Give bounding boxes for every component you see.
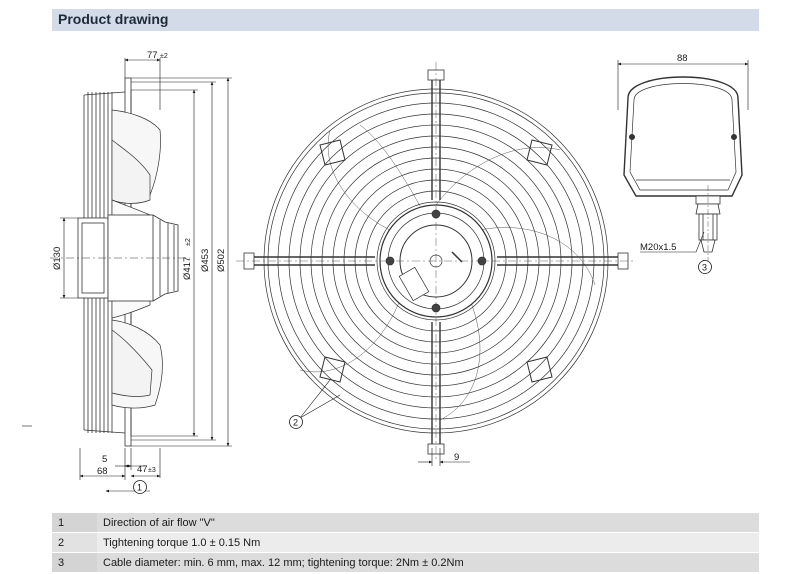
mounting-brackets	[319, 139, 553, 383]
dim-5: 5	[102, 454, 107, 465]
dim-88: 88	[677, 53, 688, 64]
cable-gland	[695, 185, 721, 262]
dim-thread: M20x1.5	[640, 242, 676, 253]
section-header: Product drawing	[52, 9, 759, 31]
dim-9: 9	[454, 452, 459, 463]
front-dimensions	[299, 379, 470, 466]
legend-description: Direction of air flow "V"	[97, 513, 759, 533]
section-title: Product drawing	[58, 11, 169, 27]
side-view	[50, 77, 190, 447]
dim-453: Ø453	[200, 249, 211, 272]
legend-description: Cable diameter: min. 6 mm, max. 12 mm; t…	[97, 552, 759, 573]
dim-47: 47	[137, 464, 148, 475]
side-dimensions	[22, 58, 232, 493]
svg-text:2: 2	[293, 418, 298, 428]
terminal-box-view	[623, 76, 743, 262]
dim-417-tol: ±2	[185, 238, 192, 246]
legend-description: Tightening torque 1.0 ± 0.15 Nm	[97, 532, 759, 553]
box-dimensions	[617, 60, 749, 265]
dim-502: Ø502	[216, 249, 227, 272]
dim-68: 68	[97, 466, 108, 477]
legend-number: 3	[52, 552, 97, 573]
guard-struts	[250, 76, 622, 448]
dim-130: Ø130	[52, 247, 63, 270]
callout-3: 3	[698, 260, 712, 274]
legend-number: 2	[52, 532, 97, 553]
legend-number: 1	[52, 513, 97, 533]
dim-77: 77	[147, 50, 158, 61]
dim-47-tol: ±3	[148, 467, 156, 474]
svg-text:1: 1	[137, 483, 142, 493]
callout-2: 2	[289, 415, 303, 429]
svg-text:3: 3	[702, 263, 707, 273]
dim-417: Ø417	[182, 257, 193, 280]
callout-1: 1	[133, 480, 147, 494]
front-view	[236, 62, 636, 460]
dim-77-tol: ±2	[160, 53, 168, 60]
